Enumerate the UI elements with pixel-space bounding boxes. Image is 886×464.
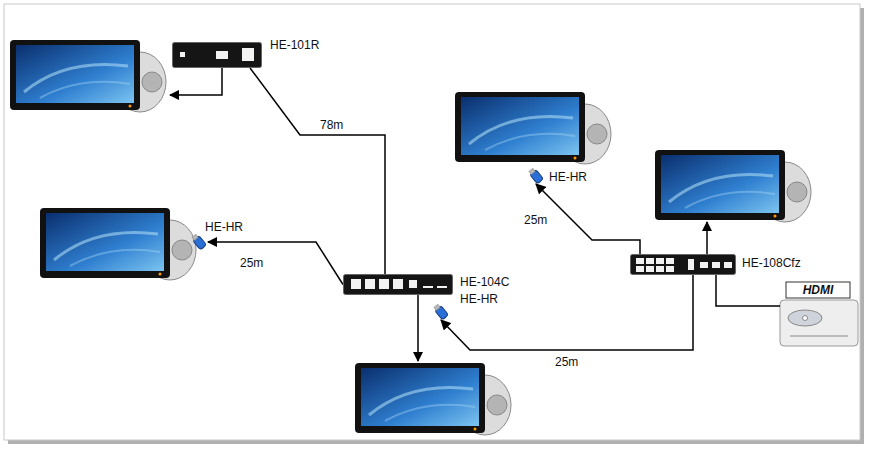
cable-connector: [536, 184, 640, 254]
device-shape: [630, 254, 736, 275]
monitor: [40, 208, 196, 280]
cable-length: 78m: [318, 118, 345, 132]
cable-length: 25m: [238, 256, 265, 270]
dongle-shape: [527, 168, 545, 184]
device-box: HE-108Cfz: [630, 254, 736, 275]
device-shape: [172, 42, 262, 68]
logo-text: HDMI: [786, 282, 850, 298]
video-wire: [417, 295, 419, 361]
cable-connector: [208, 242, 343, 285]
video-wire: [170, 68, 222, 95]
receiver-dongle: HE-HR: [432, 304, 450, 320]
device-label: HE-108Cfz: [742, 256, 801, 270]
hdmi-wire: [716, 275, 780, 306]
frame: [4, 4, 860, 440]
monitor: [10, 40, 166, 112]
cable-length: 25m: [522, 213, 549, 227]
dongle-shape: [190, 234, 208, 250]
receiver-dongle: HE-HR: [190, 234, 208, 250]
device-label: HE-HR: [205, 220, 243, 234]
dongle-shape: [432, 304, 450, 320]
monitor: [355, 363, 511, 435]
device-label: HE-104C: [460, 275, 509, 289]
device-label: HE-101R: [270, 38, 319, 52]
cable-length: 25m: [553, 355, 580, 369]
device-shape: [343, 274, 453, 295]
receiver-dongle: HE-HR: [527, 168, 545, 184]
device-box: HE-104C: [343, 274, 453, 295]
video-wire: [706, 222, 708, 254]
hdmi-player: [780, 282, 858, 346]
device-label: HE-HR: [460, 292, 498, 306]
monitor: [455, 92, 611, 164]
cable-connector: [441, 275, 693, 350]
device-box: HE-101R: [172, 42, 262, 68]
monitor: [655, 150, 811, 222]
device-label: HE-HR: [549, 170, 587, 184]
